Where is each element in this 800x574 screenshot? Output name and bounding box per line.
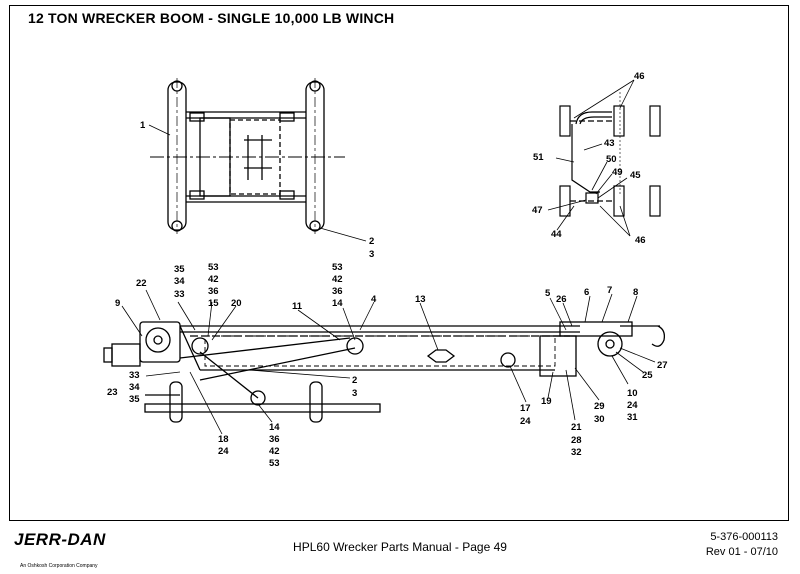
callout-24-left: 24 (218, 446, 229, 457)
callout-47: 47 (532, 205, 543, 216)
callout-3-side: 3 (352, 388, 357, 399)
callout-6: 6 (584, 287, 589, 298)
callout-34-upper: 34 (174, 276, 185, 287)
callout-2-side: 2 (352, 375, 357, 386)
logo-text: JERR-DAN (14, 530, 106, 549)
callout-36-mid: 36 (332, 286, 343, 297)
callout-45: 45 (630, 170, 641, 181)
callout-42-lower: 42 (269, 446, 280, 457)
top-view-assembly (150, 78, 345, 234)
callout-26: 26 (556, 294, 567, 305)
callout-13: 13 (415, 294, 426, 305)
callout-33-lower: 33 (129, 370, 140, 381)
callout-30: 30 (594, 414, 605, 425)
detail-view-leaders (547, 79, 635, 237)
callout-46-top: 46 (634, 71, 645, 82)
callout-18: 18 (218, 434, 229, 445)
callout-35-upper: 35 (174, 264, 185, 275)
callout-35-lower: 35 (129, 394, 140, 405)
callout-3: 3 (369, 249, 374, 260)
callout-5: 5 (545, 288, 551, 299)
revision-label: Rev 01 - 07/10 (705, 546, 778, 558)
callout-7: 7 (607, 285, 612, 296)
callout-24-right: 24 (627, 400, 638, 411)
callout-46-bottom: 46 (635, 235, 646, 246)
callout-33-upper: 33 (174, 289, 185, 300)
callout-11: 11 (292, 301, 303, 312)
drawing-border (9, 5, 789, 521)
callout-4: 4 (371, 294, 377, 305)
callout-14-upper: 14 (332, 298, 343, 309)
callout-21: 21 (571, 422, 582, 433)
callout-9: 9 (115, 298, 120, 309)
callout-51: 51 (533, 152, 544, 163)
logo-subtitle: An Oshkosh Corporation Company (20, 563, 98, 569)
callout-8: 8 (633, 287, 638, 298)
callout-42-mid: 42 (332, 274, 343, 285)
callout-28: 28 (571, 435, 582, 446)
callout-1: 1 (140, 120, 146, 131)
callout-31: 31 (627, 412, 638, 423)
callout-23: 23 (107, 387, 118, 398)
callout-2: 2 (369, 236, 374, 247)
callout-32: 32 (571, 447, 582, 458)
manual-page-label: HPL60 Wrecker Parts Manual - Page 49 (293, 540, 507, 554)
detail-view-assembly (559, 92, 661, 217)
callout-labels: 1 2 3 46 43 51 50 49 45 47 44 46 35 34 3… (107, 71, 668, 469)
drawing-title: 12 TON WRECKER BOOM - SINGLE 10,000 LB W… (28, 10, 395, 26)
callout-20: 20 (231, 298, 242, 309)
callout-29: 29 (594, 401, 605, 412)
callout-15: 15 (208, 298, 219, 309)
callout-24-mid: 24 (520, 416, 531, 427)
callout-53-left: 53 (208, 262, 219, 273)
callout-42-left: 42 (208, 274, 219, 285)
callout-50: 50 (606, 154, 617, 165)
callout-53-lower: 53 (269, 458, 280, 469)
callout-14-lower: 14 (269, 422, 280, 433)
callout-49: 49 (612, 167, 623, 178)
callout-36-left: 36 (208, 286, 219, 297)
side-view-leaders (121, 289, 656, 435)
callout-43: 43 (604, 138, 615, 149)
callout-17: 17 (520, 403, 531, 414)
callout-36-lower: 36 (269, 434, 280, 445)
callout-44: 44 (551, 229, 562, 240)
callout-10: 10 (627, 388, 638, 399)
callout-53-mid: 53 (332, 262, 343, 273)
callout-19: 19 (541, 396, 552, 407)
document-number: 5-376-000113 (710, 531, 778, 543)
callout-27: 27 (657, 360, 668, 371)
callout-34-lower: 34 (129, 382, 140, 393)
side-view-assembly (103, 321, 666, 423)
jerr-dan-logo: JERR-DAN (14, 530, 106, 550)
callout-22: 22 (136, 278, 147, 289)
top-view-leaders (148, 124, 367, 242)
callout-25: 25 (642, 370, 653, 381)
